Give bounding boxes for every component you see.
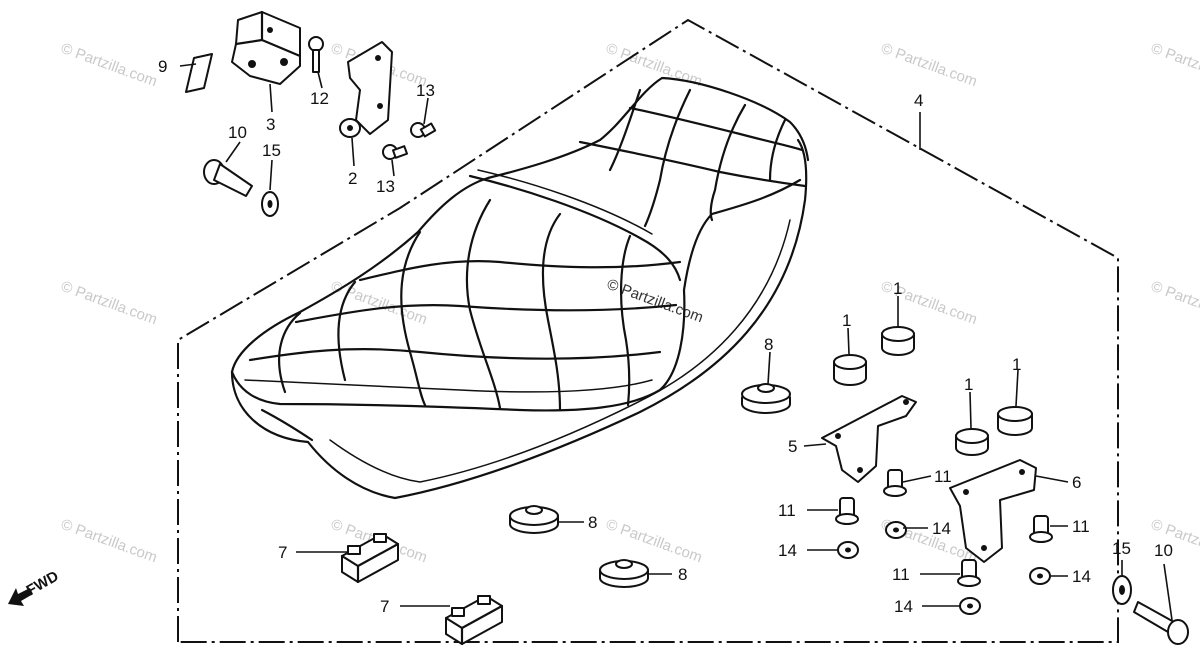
- watermark: © Partzilla.com: [59, 40, 160, 91]
- callout-2: 2: [348, 169, 357, 188]
- seat: [230, 76, 810, 500]
- part-2-latch-plate: [339, 41, 393, 138]
- part-9-pin: [185, 53, 213, 93]
- callout-3: 3: [266, 115, 275, 134]
- callout-14: 14: [932, 519, 951, 538]
- callout-5: 5: [788, 437, 797, 456]
- leader-lines: [179, 63, 1173, 621]
- callout-14: 14: [1072, 567, 1091, 586]
- callout-6: 6: [1072, 473, 1081, 492]
- callout-7: 7: [380, 597, 389, 616]
- part-11-collar: [883, 469, 907, 497]
- callout-10: 10: [1154, 541, 1173, 560]
- callout-11: 11: [934, 467, 952, 486]
- part-10-bolt-left: [203, 159, 253, 197]
- callout-7: 7: [278, 543, 287, 562]
- watermark: © Partzilla.com: [59, 516, 160, 567]
- callout-9: 9: [158, 57, 167, 76]
- assembly-boundary: [177, 18, 1119, 643]
- watermark: © Partzilla.com: [604, 516, 705, 567]
- part-11-collar: [957, 559, 981, 587]
- part-1-bumper: [955, 428, 989, 456]
- watermark: © Partzilla.com: [1149, 278, 1200, 329]
- part-14-nut: [1029, 567, 1051, 585]
- callout-1: 1: [964, 375, 973, 394]
- part-14-nut: [959, 597, 981, 615]
- callout-11: 11: [1072, 517, 1090, 536]
- part-6-bracket: [949, 459, 1037, 563]
- callout-1: 1: [1012, 355, 1021, 374]
- callout-8: 8: [678, 565, 687, 584]
- callout-15: 15: [1112, 539, 1131, 558]
- watermark: © Partzilla.com: [1149, 40, 1200, 91]
- part-12-bolt: [308, 36, 324, 73]
- part-8-cushion: [509, 505, 559, 534]
- callout-8: 8: [588, 513, 597, 532]
- watermark-center: © Partzilla.com: [605, 276, 706, 327]
- part-8-cushion: [741, 383, 791, 414]
- fwd-arrow-icon: [8, 588, 33, 606]
- part-10-bolt-right: [1133, 601, 1189, 645]
- part-13-screw-lower: [382, 144, 409, 160]
- watermark: © Partzilla.com: [59, 278, 160, 329]
- part-11-collar: [835, 497, 859, 525]
- callout-10: 10: [228, 123, 247, 142]
- callout-11: 11: [778, 501, 796, 520]
- callout-1: 1: [893, 279, 902, 298]
- watermark: © Partzilla.com: [879, 40, 980, 91]
- callouts: 9 3 12 2 13 13 10 15 4 1 1 1 1 8 5 6 11 …: [158, 57, 1173, 616]
- part-1-bumper: [997, 406, 1033, 436]
- part-1-bumper: [833, 354, 867, 386]
- callout-14: 14: [894, 597, 913, 616]
- callout-15: 15: [262, 141, 281, 160]
- part-7-block: [444, 595, 504, 646]
- callout-1: 1: [842, 311, 851, 330]
- callout-11: 11: [892, 565, 910, 584]
- part-8-cushion: [599, 559, 649, 588]
- part-15-washer-right: [1112, 575, 1132, 605]
- part-7-block: [340, 533, 400, 584]
- part-3-hinge-bracket: [231, 10, 302, 85]
- part-5-bracket: [821, 395, 917, 483]
- callout-8: 8: [764, 335, 773, 354]
- fwd-indicator: FWD: [8, 568, 62, 606]
- part-14-nut: [885, 521, 907, 539]
- callout-4: 4: [914, 91, 923, 110]
- part-14-nut: [837, 541, 859, 559]
- part-1-bumper: [881, 326, 915, 356]
- part-15-washer-left: [261, 191, 279, 217]
- part-13-screw-upper: [410, 122, 437, 138]
- fwd-label: FWD: [24, 568, 62, 600]
- callout-13: 13: [376, 177, 395, 196]
- callout-13: 13: [416, 81, 435, 100]
- callout-12: 12: [310, 89, 329, 108]
- callout-14: 14: [778, 541, 797, 560]
- part-11-collar: [1029, 515, 1053, 543]
